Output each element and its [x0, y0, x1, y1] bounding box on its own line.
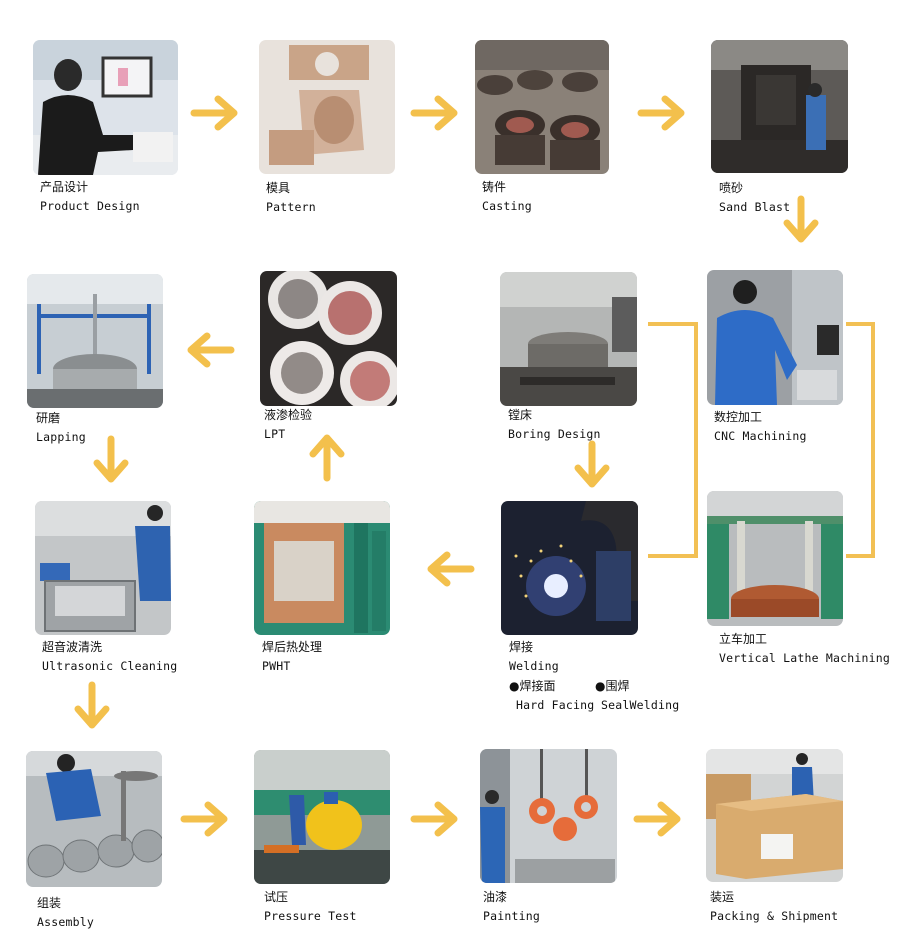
arrow-down-icon: [74, 681, 110, 731]
step-label-cn: 液渗检验: [264, 408, 313, 422]
ultrasonic-photo: [35, 501, 171, 635]
lpt-photo: [260, 271, 397, 406]
arrow-right-icon: [410, 95, 460, 131]
step-label-en: Pattern: [266, 200, 316, 214]
sub-label-cn: ●焊接面: [509, 679, 556, 693]
painting-photo: [480, 749, 617, 883]
packing-photo: [706, 749, 843, 882]
step-label-en: Ultrasonic Cleaning: [42, 659, 178, 673]
arrow-right-icon: [637, 95, 687, 131]
step-label-en: Pressure Test: [264, 909, 357, 923]
pattern-photo: [259, 40, 395, 174]
arrow-right-icon: [633, 801, 683, 837]
step-label-cn: 产品设计: [40, 180, 89, 194]
step-label-cn: 镗床: [508, 408, 533, 422]
step-label-en: Sand Blast: [719, 200, 791, 214]
assembly-photo: [26, 751, 162, 887]
step-label-cn: 立车加工: [719, 632, 768, 646]
step-label-cn: 研磨: [36, 411, 61, 425]
step-label-cn: 喷砂: [719, 181, 744, 195]
welding-sub-hard-facing: ●焊接面 Hard Facing: [509, 677, 594, 715]
arrow-down-icon: [93, 435, 129, 485]
bracket-connector: [648, 320, 878, 560]
step-label-cn: 焊接: [509, 640, 534, 654]
sub-label-en: SealWelding: [601, 698, 680, 712]
vertical-lathe-photo: [707, 491, 843, 626]
step-label-en: Boring Design: [508, 427, 601, 441]
sub-label-cn: ●围焊: [595, 679, 630, 693]
step-label-en: Painting: [483, 909, 540, 923]
product-design-photo: [33, 40, 178, 175]
sand-blast-photo: [711, 40, 848, 173]
step-label-cn: 装运: [710, 890, 735, 904]
step-label-en: Assembly: [37, 915, 94, 929]
step-label-en: Packing & Shipment: [710, 909, 839, 923]
arrow-right-icon: [180, 801, 230, 837]
arrow-left-icon: [185, 332, 235, 368]
welding-sub-seal-welding: ●围焊 SealWelding: [595, 677, 679, 715]
step-label-cn: 数控加工: [714, 410, 763, 424]
step-label-en: Vertical Lathe Machining: [719, 651, 890, 665]
arrow-right-icon: [410, 801, 460, 837]
step-label-cn: 模具: [266, 181, 291, 195]
pressure-test-photo: [254, 750, 390, 884]
boring-photo: [500, 272, 637, 406]
step-label-cn: 焊后热处理: [262, 640, 323, 654]
lapping-photo: [27, 274, 163, 408]
pwht-photo: [254, 501, 390, 635]
cnc-machining-photo: [707, 270, 843, 405]
arrow-down-icon: [783, 195, 819, 245]
arrow-down-icon: [574, 440, 610, 490]
sub-label-en: Hard Facing: [516, 698, 595, 712]
step-label-en: Product Design: [40, 199, 140, 213]
step-label-en: Casting: [482, 199, 532, 213]
step-label-en: Lapping: [36, 430, 86, 444]
arrow-left-icon: [425, 551, 475, 587]
step-label-cn: 铸件: [482, 180, 507, 194]
step-label-cn: 组装: [37, 896, 62, 910]
arrow-up-icon: [309, 432, 345, 482]
step-label-en: Welding: [509, 659, 559, 673]
step-label-en: CNC Machining: [714, 429, 807, 443]
step-label-en: PWHT: [262, 659, 291, 673]
casting-photo: [475, 40, 609, 174]
step-label-en: LPT: [264, 427, 286, 441]
arrow-right-icon: [190, 95, 240, 131]
step-label-cn: 试压: [264, 890, 289, 904]
welding-photo: [501, 501, 638, 635]
step-label-cn: 油漆: [483, 890, 508, 904]
step-label-cn: 超音波清洗: [42, 640, 103, 654]
